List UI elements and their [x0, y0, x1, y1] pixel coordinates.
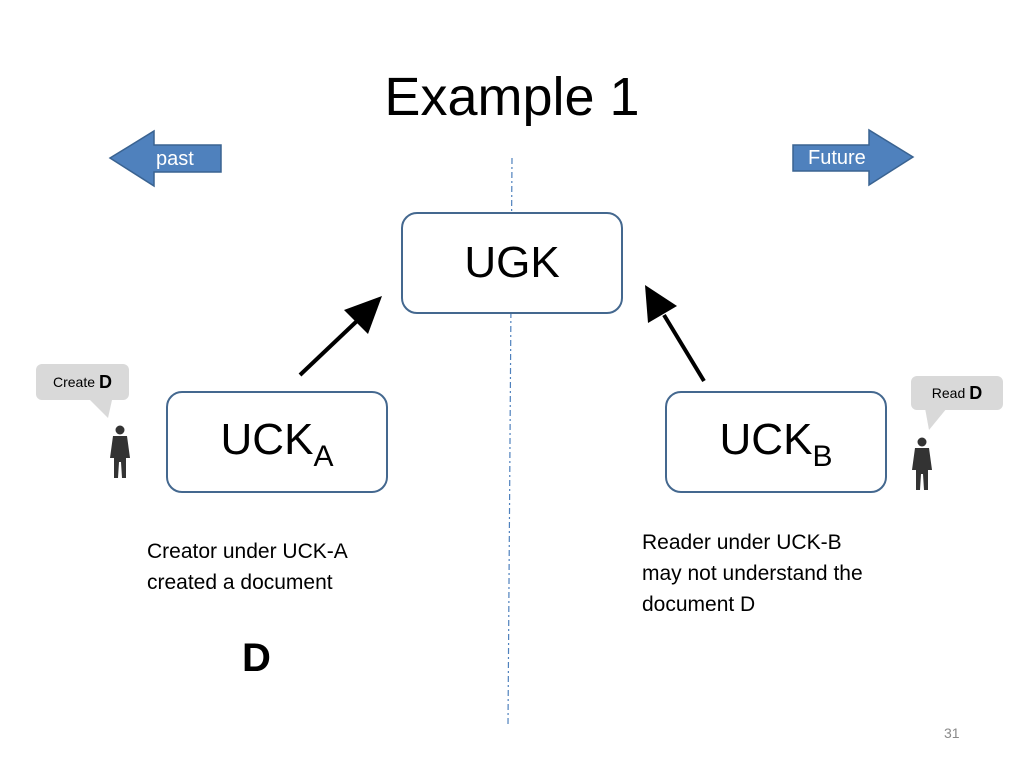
- ugk-box: UGK: [401, 212, 623, 314]
- caption-left-line: Creator under UCK-A: [147, 540, 348, 563]
- create-bubble-verb: Create: [52, 374, 96, 390]
- uck-a-box: UCKA: [166, 391, 388, 493]
- caption-right-line: document D: [642, 593, 756, 616]
- create-bubble-tail: [90, 400, 112, 418]
- uck-a-subscript: A: [313, 439, 334, 473]
- uck-a-label: UCKA: [220, 414, 334, 473]
- caption-right-line: Reader under UCK-B: [642, 531, 842, 554]
- uck-b-base: UCK: [719, 414, 813, 464]
- caption-left-line: created a document: [147, 571, 333, 594]
- creator-person-icon: [110, 425, 130, 478]
- document-letter: D: [242, 636, 271, 680]
- caption-right-line: may not understand the: [642, 562, 863, 585]
- arrow-a-to-ugk: [298, 296, 382, 377]
- future-arrow-shape: [792, 128, 915, 187]
- uck-a-base: UCK: [220, 414, 314, 464]
- caption-right: Reader under UCK-B may not understand th…: [642, 527, 863, 620]
- past-label: past: [156, 148, 194, 170]
- uck-b-subscript: B: [812, 439, 833, 473]
- future-label: Future: [808, 147, 866, 169]
- slide-title: Example 1: [384, 67, 640, 127]
- caption-left: Creator under UCK-A created a document: [147, 536, 348, 598]
- read-bubble-doc: D: [969, 382, 983, 403]
- past-arrow-shape: [108, 129, 222, 188]
- reader-person-icon: [912, 437, 932, 490]
- arrow-b-to-ugk: [645, 285, 706, 383]
- read-bubble-tail: [925, 408, 947, 430]
- uck-b-box: UCKB: [665, 391, 887, 493]
- ugk-label: UGK: [464, 238, 560, 287]
- page-number: 31: [944, 725, 960, 741]
- read-bubble-verb: Read: [931, 385, 966, 401]
- create-bubble-doc: D: [99, 371, 113, 392]
- uck-b-label: UCKB: [719, 414, 833, 473]
